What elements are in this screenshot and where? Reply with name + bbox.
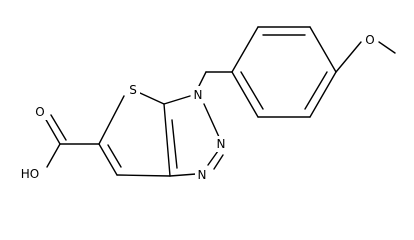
bond xyxy=(163,95,191,105)
bond xyxy=(335,41,362,73)
atom-label-methoxy-oxygen: O xyxy=(365,33,374,47)
atom-label-sulfur: S xyxy=(129,83,137,97)
bond-inner xyxy=(240,71,264,110)
chemical-structure: N N N S O HO O xyxy=(16,26,396,183)
atom-label-n1: N xyxy=(194,88,203,102)
atom-label-carbonyl-oxygen: O xyxy=(35,105,44,119)
bond xyxy=(139,92,165,105)
atom-labels: N N N S O HO O xyxy=(16,32,377,183)
bond xyxy=(46,143,61,168)
bond xyxy=(171,119,178,169)
bond-inner xyxy=(304,71,328,110)
bond xyxy=(116,174,171,177)
bond xyxy=(163,103,171,177)
bond xyxy=(207,150,219,166)
bond xyxy=(50,114,67,141)
bond xyxy=(203,103,220,138)
bond xyxy=(231,26,259,73)
bond xyxy=(98,143,118,176)
bond xyxy=(44,117,61,145)
bond xyxy=(107,144,122,168)
atom-label-n2: N xyxy=(217,137,226,151)
bond xyxy=(231,71,259,118)
bond xyxy=(309,71,337,118)
bond xyxy=(213,154,224,170)
bonds xyxy=(44,26,396,177)
bond xyxy=(98,95,125,145)
bond xyxy=(378,41,396,54)
bond xyxy=(169,173,197,177)
bond xyxy=(309,26,337,73)
atom-label-n3: N xyxy=(198,168,207,182)
molecule-canvas: N N N S O HO O xyxy=(16,26,396,183)
atom-label-hydroxyl: HO xyxy=(21,167,39,181)
bond xyxy=(197,71,207,89)
